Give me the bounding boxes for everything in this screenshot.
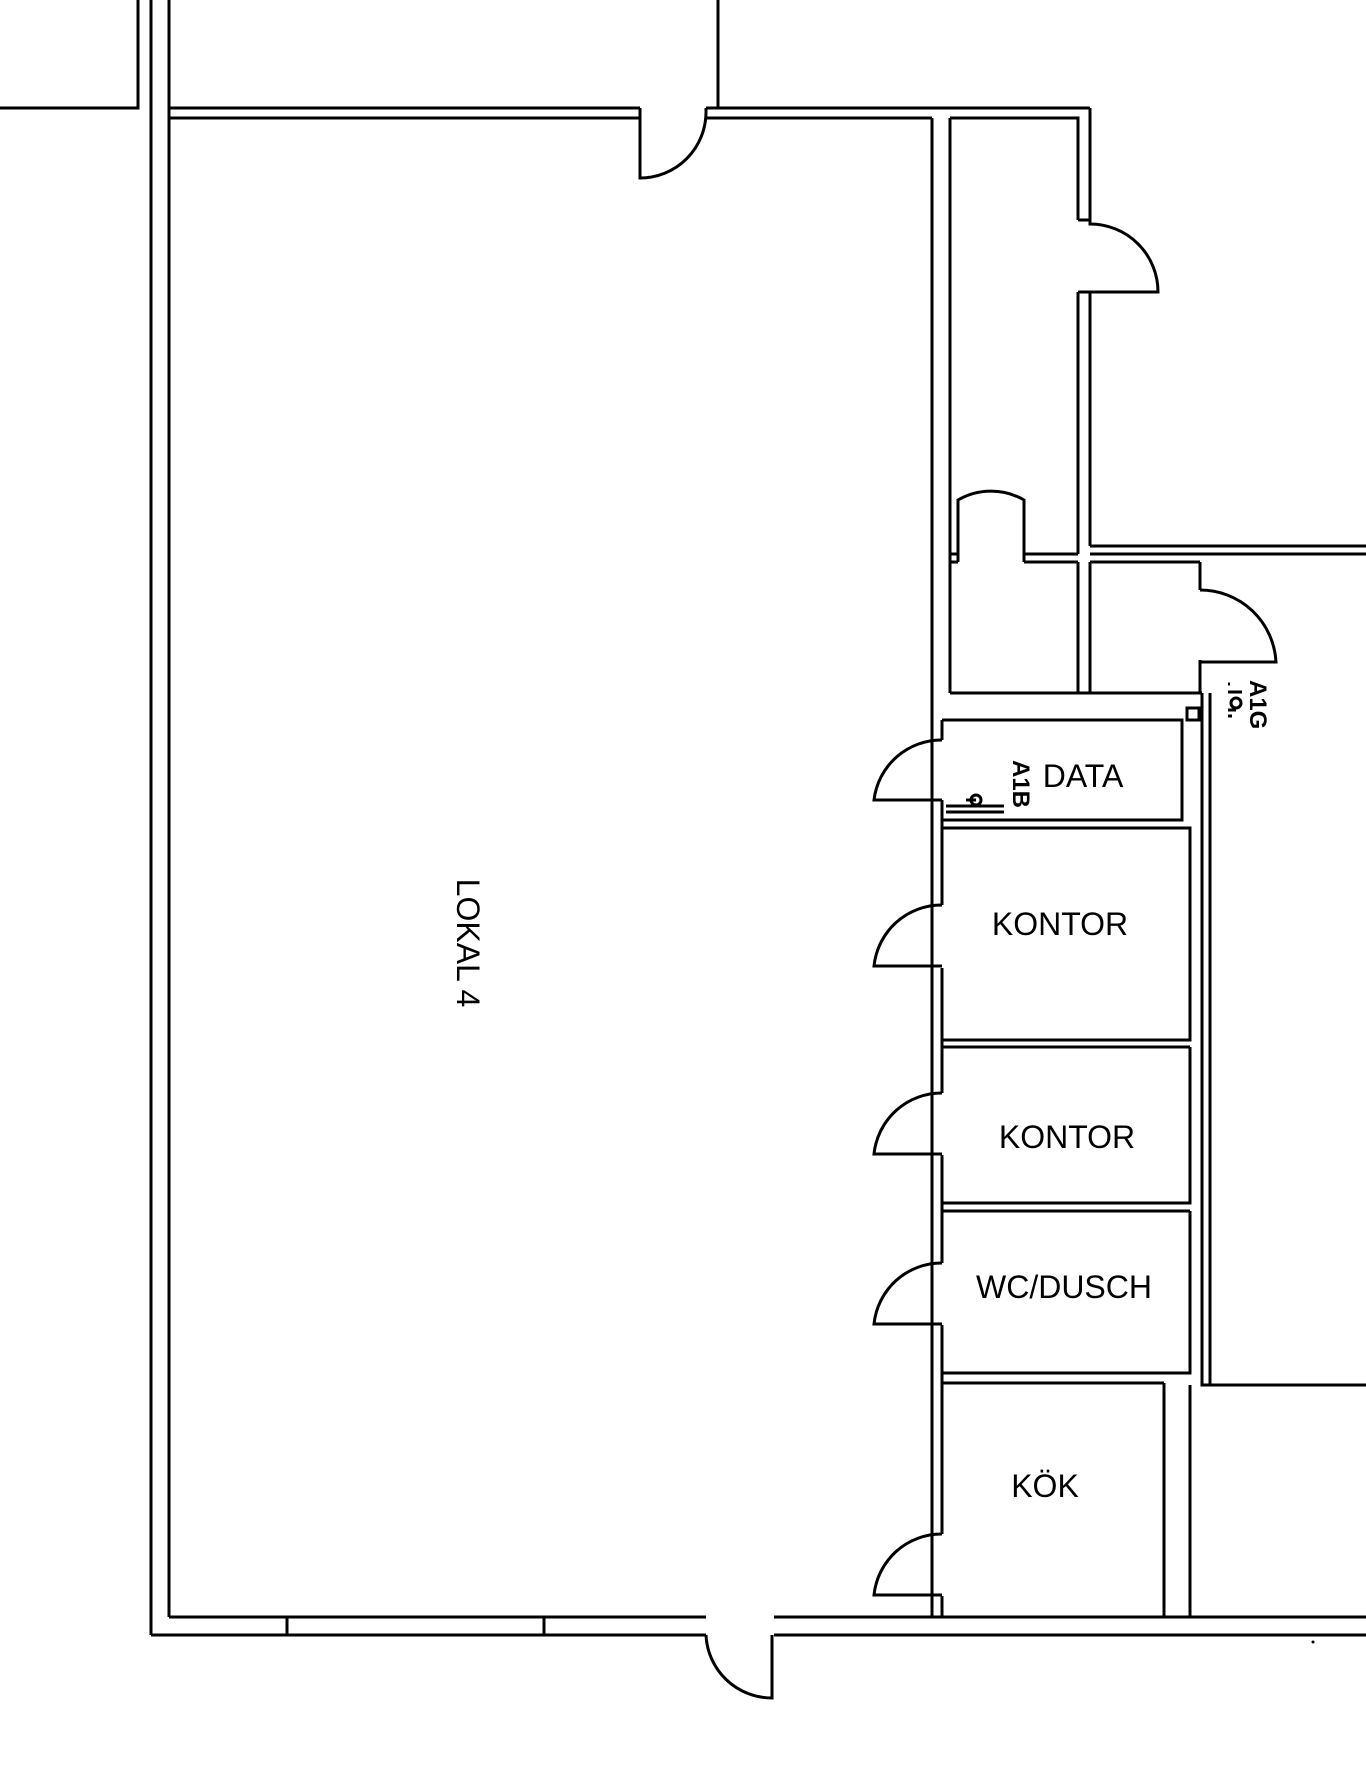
room-label-kok: KÖK bbox=[1011, 1468, 1079, 1504]
outlet-symbol-icon bbox=[1185, 706, 1201, 722]
room-label-kontor-2: KONTOR bbox=[999, 1119, 1135, 1155]
door-swing-icon bbox=[872, 1261, 943, 1326]
outlet-symbol-icon bbox=[1228, 682, 1243, 718]
door-swing-icon bbox=[956, 489, 1026, 562]
walls bbox=[0, 0, 1366, 1637]
room-label-kontor-1: KONTOR bbox=[992, 906, 1128, 942]
room-labels: LOKAL 4 DATA KONTOR KONTOR WC/DUSCH KÖK bbox=[450, 758, 1152, 1504]
marker-a1g: A1G bbox=[1244, 680, 1271, 729]
door-swing-icon bbox=[1199, 588, 1278, 664]
doors bbox=[638, 108, 1278, 1700]
marker-labels: A1B A1G bbox=[1007, 680, 1271, 808]
room-label-data: DATA bbox=[1043, 758, 1124, 794]
outlet-symbol-icon bbox=[946, 793, 1004, 814]
door-swing-icon bbox=[1078, 218, 1160, 294]
door-swing-icon bbox=[872, 903, 943, 968]
door-swing-icon bbox=[872, 738, 943, 802]
marker-a1b: A1B bbox=[1007, 760, 1034, 808]
door-swing-icon bbox=[704, 1634, 774, 1700]
symbols bbox=[946, 682, 1243, 814]
door-swing-icon bbox=[872, 1091, 943, 1156]
door-swing-icon bbox=[638, 108, 708, 180]
room-label-wc-dusch: WC/DUSCH bbox=[976, 1269, 1152, 1305]
room-label-lokal: LOKAL 4 bbox=[450, 879, 486, 1008]
door-swing-icon bbox=[872, 1532, 943, 1597]
